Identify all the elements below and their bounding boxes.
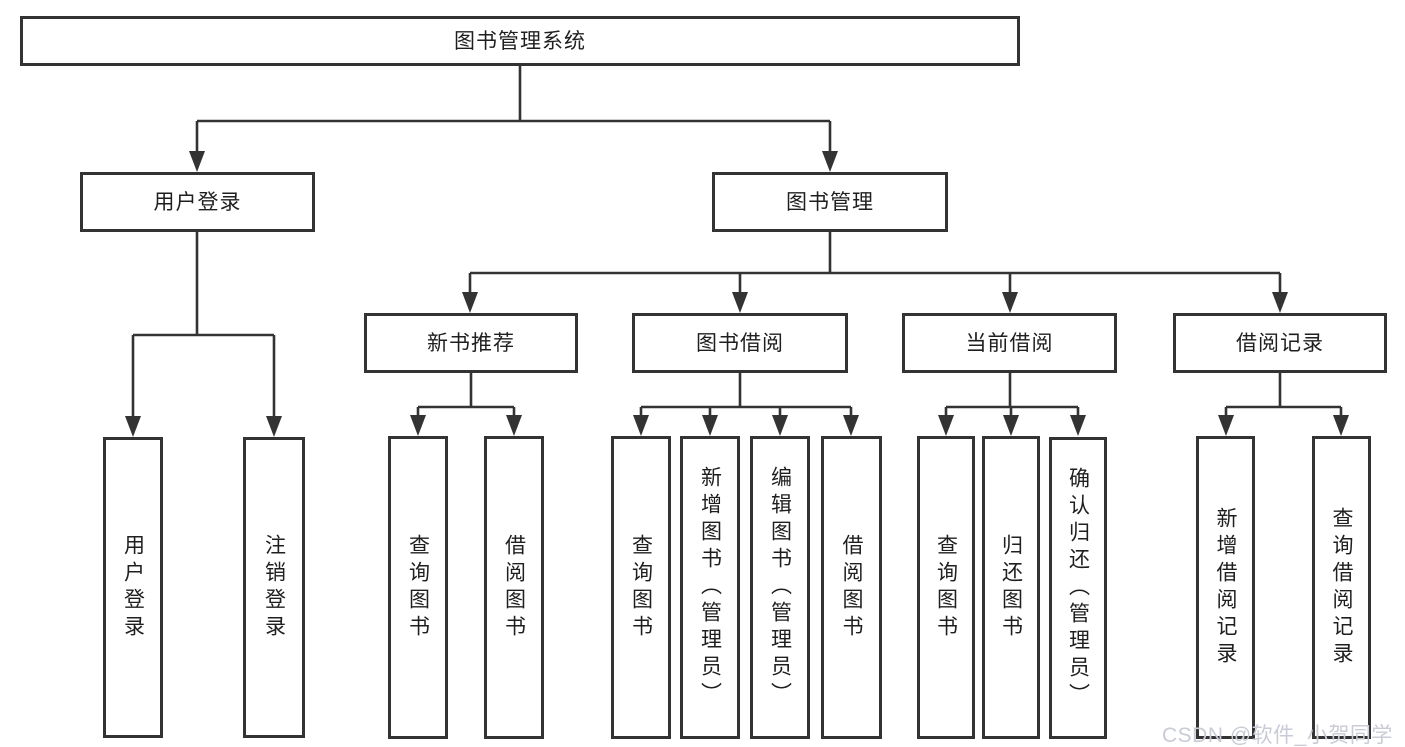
leaf-edit-books-admin: 编辑图书（管理员）: [750, 436, 810, 739]
leaf-return-books: 归还图书: [982, 436, 1040, 739]
leaf-edit-books-admin-label: 编辑图书（管理员）: [768, 466, 792, 709]
leaf-add-books-admin-label: 新增图书（管理员）: [698, 466, 722, 709]
node-new-book-recommend-label: 新书推荐: [427, 331, 515, 355]
node-borrow-record: 借阅记录: [1173, 313, 1387, 373]
node-root-system: 图书管理系统: [20, 16, 1020, 66]
leaf-query-borrow-record: 查询借阅记录: [1312, 436, 1371, 739]
leaf-borrow-books-recommend-label: 借阅图书: [502, 533, 526, 642]
leaf-logout: 注销登录: [243, 437, 305, 738]
leaf-add-borrow-record-label: 新增借阅记录: [1214, 506, 1237, 669]
node-current-borrow: 当前借阅: [902, 313, 1117, 373]
node-new-book-recommend: 新书推荐: [364, 313, 578, 373]
leaf-user-login-label: 用户登录: [121, 533, 145, 642]
csdn-watermark: CSDN @软件_小贺同学: [1162, 724, 1393, 747]
leaf-query-books-borrow-label: 查询图书: [629, 533, 653, 642]
leaf-add-books-admin: 新增图书（管理员）: [680, 436, 740, 739]
leaf-user-login: 用户登录: [103, 437, 163, 738]
leaf-return-books-label: 归还图书: [999, 533, 1023, 642]
node-root-system-label: 图书管理系统: [454, 29, 586, 53]
leaf-query-books-current-label: 查询图书: [934, 533, 958, 642]
node-book-management-label: 图书管理: [786, 190, 874, 214]
leaf-confirm-return-admin-label: 确认归还（管理员）: [1066, 466, 1090, 710]
leaf-borrow-books-recommend: 借阅图书: [484, 436, 544, 739]
node-book-borrow-label: 图书借阅: [696, 331, 784, 355]
leaf-logout-label: 注销登录: [262, 533, 286, 642]
leaf-query-books-current: 查询图书: [917, 436, 975, 739]
leaf-query-books-recommend: 查询图书: [388, 436, 448, 739]
leaf-borrow-books: 借阅图书: [821, 436, 882, 739]
leaf-confirm-return-admin: 确认归还（管理员）: [1049, 437, 1107, 739]
leaf-borrow-books-label: 借阅图书: [840, 533, 863, 642]
node-book-management: 图书管理: [712, 172, 948, 232]
node-book-borrow: 图书借阅: [632, 313, 848, 373]
node-borrow-record-label: 借阅记录: [1236, 331, 1324, 355]
leaf-add-borrow-record: 新增借阅记录: [1196, 436, 1255, 739]
leaf-query-books-recommend-label: 查询图书: [406, 533, 430, 642]
leaf-query-books-borrow: 查询图书: [611, 436, 671, 739]
node-user-login-label: 用户登录: [153, 190, 242, 214]
node-user-login: 用户登录: [80, 172, 315, 232]
node-current-borrow-label: 当前借阅: [965, 331, 1054, 355]
leaf-query-borrow-record-label: 查询借阅记录: [1330, 506, 1353, 669]
